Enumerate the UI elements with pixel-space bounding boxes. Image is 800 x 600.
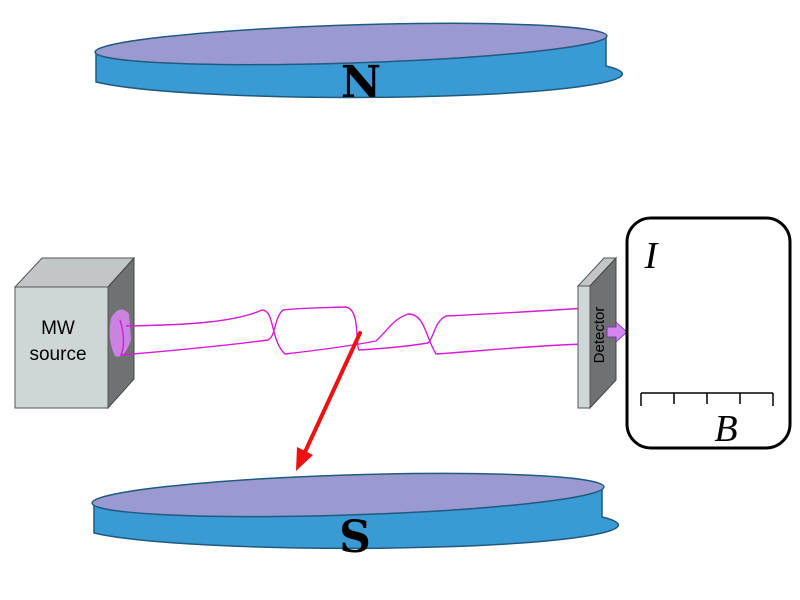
- mw-source: MW source: [13, 256, 136, 410]
- y-axis-label: I: [644, 235, 660, 277]
- north-magnet-top: [94, 22, 608, 66]
- south-magnet-top: [91, 472, 605, 518]
- red-arrow: [296, 331, 362, 471]
- source-front-face: [14, 286, 109, 409]
- x-axis: [640, 392, 774, 406]
- red-arrow-head: [296, 447, 313, 471]
- display-panel: I B: [625, 216, 792, 450]
- source-emitter-port: [109, 309, 131, 357]
- right-arrow-icon: [606, 321, 628, 343]
- north-magnet: N: [94, 22, 624, 108]
- source-label-line2: source: [29, 344, 86, 365]
- microwave-wave: [119, 306, 587, 356]
- south-magnet: S: [91, 472, 620, 563]
- red-arrow-shaft: [303, 331, 362, 454]
- detector-label: Detector: [591, 307, 608, 364]
- north-pole-label: N: [341, 57, 381, 108]
- x-axis-label: B: [714, 408, 737, 450]
- south-pole-label: S: [339, 512, 371, 563]
- display-frame: [625, 216, 792, 450]
- detector-front-face: [577, 285, 591, 409]
- detector: Detector: [576, 256, 628, 410]
- source-label-line1: MW: [41, 318, 75, 339]
